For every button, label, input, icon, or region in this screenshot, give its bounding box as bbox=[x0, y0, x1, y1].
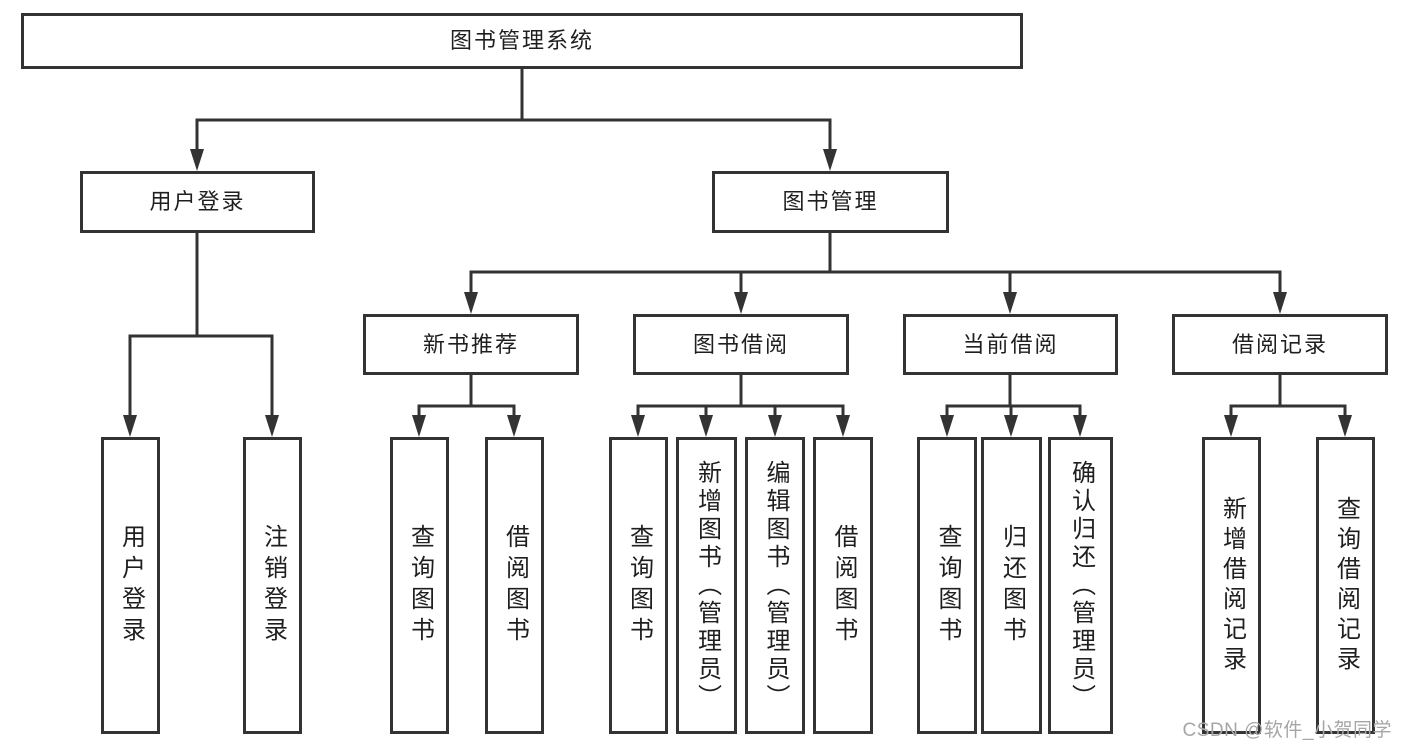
arrow-icon bbox=[836, 415, 850, 437]
node-root-library-system: 图书管理系统 bbox=[21, 13, 1023, 69]
edge-book-borrow-to-leaves bbox=[636, 375, 845, 417]
arrow-icon bbox=[190, 149, 204, 171]
arrow-icon bbox=[734, 292, 748, 314]
node-label: 当前借阅 bbox=[962, 331, 1059, 357]
arrow-icon bbox=[1338, 415, 1352, 437]
leaf-borrow-books-borrowing: 借阅图书 bbox=[813, 437, 873, 734]
node-label: 用户登录 bbox=[117, 523, 145, 648]
arrow-icon bbox=[265, 415, 279, 437]
node-label: 编辑图书（管理员） bbox=[762, 459, 789, 712]
node-book-management: 图书管理 bbox=[712, 171, 949, 233]
node-label: 借阅图书 bbox=[501, 523, 529, 648]
arrow-icon bbox=[507, 415, 521, 437]
leaf-query-books-current: 查询图书 bbox=[917, 437, 977, 734]
node-label: 借阅图书 bbox=[830, 523, 857, 648]
arrowheads bbox=[123, 149, 1352, 437]
node-label: 图书管理 bbox=[782, 189, 879, 214]
edge-current-borrow-to-leaves bbox=[945, 375, 1082, 417]
node-label: 确认归还（管理员） bbox=[1067, 459, 1095, 712]
node-book-borrowing: 图书借阅 bbox=[633, 314, 849, 375]
arrow-icon bbox=[940, 415, 954, 437]
arrow-icon bbox=[631, 415, 645, 437]
node-label: 新增借阅记录 bbox=[1218, 495, 1246, 676]
node-label: 归还图书 bbox=[998, 523, 1026, 648]
node-label: 查询图书 bbox=[625, 523, 653, 648]
edge-new-book-rec-to-leaves bbox=[417, 375, 516, 417]
arrow-icon bbox=[1003, 292, 1017, 314]
leaf-confirm-return-admin: 确认归还（管理员） bbox=[1048, 437, 1113, 734]
edge-book-mgmt-to-level3 bbox=[469, 233, 1282, 294]
arrow-icon bbox=[1073, 415, 1087, 437]
leaf-query-books-recommend: 查询图书 bbox=[390, 437, 449, 734]
node-label: 查询图书 bbox=[406, 523, 434, 648]
node-borrowing-records: 借阅记录 bbox=[1172, 314, 1388, 375]
leaf-add-borrow-record: 新增借阅记录 bbox=[1202, 437, 1261, 734]
node-label: 图书管理系统 bbox=[449, 28, 594, 53]
node-label: 查询图书 bbox=[934, 523, 961, 648]
csdn-watermark: CSDN @软件_小贺同学 bbox=[1182, 720, 1392, 741]
arrow-icon bbox=[823, 149, 837, 171]
node-label: 借阅记录 bbox=[1231, 331, 1328, 357]
node-label: 用户登录 bbox=[149, 189, 246, 214]
leaf-add-books-admin: 新增图书（管理员） bbox=[676, 437, 737, 734]
arrow-icon bbox=[123, 415, 137, 437]
node-label: 注销登录 bbox=[259, 523, 287, 648]
arrow-icon bbox=[1004, 415, 1018, 437]
node-label: 图书借阅 bbox=[692, 331, 789, 357]
arrow-icon bbox=[768, 415, 782, 437]
edge-user-login-to-leaves bbox=[128, 233, 274, 417]
node-label: 新书推荐 bbox=[422, 331, 519, 357]
arrow-icon bbox=[1224, 415, 1238, 437]
node-label: 查询借阅记录 bbox=[1332, 495, 1360, 676]
node-new-book-recommend: 新书推荐 bbox=[363, 314, 579, 375]
node-label: 新增图书（管理员） bbox=[693, 459, 721, 712]
node-user-login: 用户登录 bbox=[80, 171, 315, 233]
leaf-query-books-borrowing: 查询图书 bbox=[609, 437, 668, 734]
leaf-query-borrow-record: 查询借阅记录 bbox=[1316, 437, 1375, 734]
edge-root-to-level2 bbox=[195, 69, 832, 151]
leaf-user-login: 用户登录 bbox=[101, 437, 160, 734]
edge-borrow-records-to-leaves bbox=[1229, 375, 1347, 417]
leaf-return-books: 归还图书 bbox=[981, 437, 1042, 734]
arrow-icon bbox=[1273, 292, 1287, 314]
node-current-borrowing: 当前借阅 bbox=[903, 314, 1118, 375]
leaf-edit-books-admin: 编辑图书（管理员） bbox=[745, 437, 805, 734]
leaf-logout: 注销登录 bbox=[243, 437, 302, 734]
arrow-icon bbox=[464, 292, 478, 314]
arrow-icon bbox=[699, 415, 713, 437]
arrow-icon bbox=[412, 415, 426, 437]
leaf-borrow-books-recommend: 借阅图书 bbox=[485, 437, 544, 734]
